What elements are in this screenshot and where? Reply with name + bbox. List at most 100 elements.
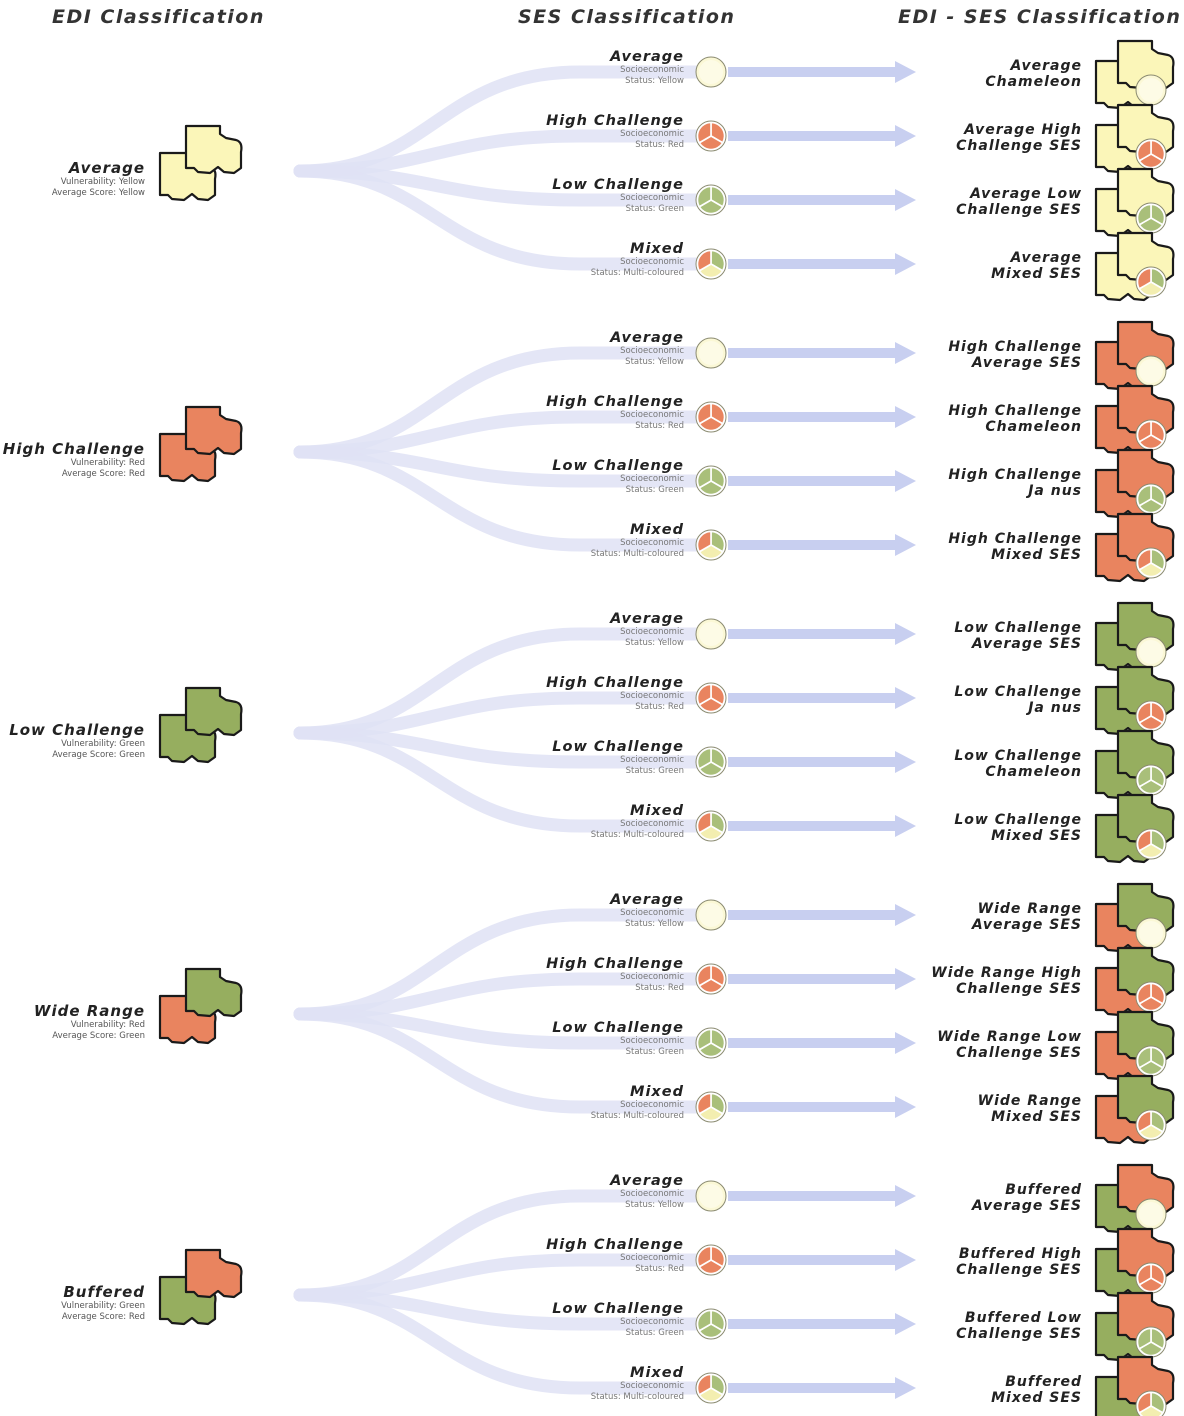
ses-status: Status: Green xyxy=(625,1047,684,1057)
edi-ses-puzzle-icon xyxy=(1094,39,1175,110)
arrow-right-icon xyxy=(728,470,916,492)
edi-ses-label-line2: Mixed SES xyxy=(991,266,1082,282)
edi-ses-label-line2: Ja nus xyxy=(1028,483,1082,499)
ses-badge-icon xyxy=(1135,1198,1167,1230)
ses-badge-icon xyxy=(1135,202,1167,234)
mixed-segmented-circle-icon xyxy=(695,1091,727,1123)
mixed-segmented-circle-icon xyxy=(695,1372,727,1404)
ses-subtitle: Socioeconomic xyxy=(620,1036,684,1046)
ses-badge-icon xyxy=(1135,1390,1167,1416)
edi-ses-puzzle-icon xyxy=(1094,1291,1175,1362)
yellow-circle-icon xyxy=(695,618,727,650)
edi-vulnerability: Vulnerability: Red xyxy=(70,458,145,468)
edi-vulnerability: Vulnerability: Yellow xyxy=(60,177,145,187)
ses-status: Status: Yellow xyxy=(625,638,684,648)
green-segmented-circle-icon xyxy=(695,1027,727,1059)
ses-status: Status: Green xyxy=(625,1328,684,1338)
ses-badge-icon xyxy=(1135,355,1167,387)
ses-badge-icon xyxy=(1135,483,1167,515)
edi-puzzle-icon xyxy=(158,405,243,483)
edi-ses-label-line2: Mixed SES xyxy=(991,1390,1082,1406)
ses-subtitle: Socioeconomic xyxy=(620,129,684,139)
edi-ses-label-line1: Low Challenge xyxy=(954,620,1082,636)
ses-subtitle: Socioeconomic xyxy=(620,755,684,765)
flow-connector xyxy=(293,1288,707,1395)
edi-ses-label-line1: Buffered xyxy=(1005,1374,1082,1390)
edi-average-score: Average Score: Yellow xyxy=(51,188,145,198)
ses-title: Low Challenge xyxy=(552,1020,684,1036)
ses-title: Average xyxy=(610,330,684,346)
edi-average-score: Average Score: Red xyxy=(61,1312,145,1322)
edi-ses-label-line2: Average SES xyxy=(971,636,1082,652)
edi-average-score: Average Score: Red xyxy=(61,469,145,479)
ses-status: Status: Red xyxy=(635,983,684,993)
ses-status: Status: Yellow xyxy=(625,919,684,929)
edi-puzzle-icon xyxy=(158,686,243,764)
ses-title: High Challenge xyxy=(546,394,684,410)
arrow-right-icon xyxy=(728,534,916,556)
edi-ses-puzzle-icon xyxy=(1094,103,1175,174)
ses-status: Status: Red xyxy=(635,702,684,712)
edi-ses-puzzle-icon xyxy=(1094,1010,1175,1081)
edi-title: Low Challenge xyxy=(9,721,145,739)
ses-status: Status: Green xyxy=(625,485,684,495)
ses-subtitle: Socioeconomic xyxy=(620,819,684,829)
arrow-right-icon xyxy=(728,623,916,645)
puzzle-piece-front xyxy=(184,686,243,737)
edi-average-score: Average Score: Green xyxy=(52,750,145,760)
ses-badge-icon xyxy=(1135,266,1167,298)
arrow-right-icon xyxy=(728,1377,916,1399)
edi-ses-puzzle-icon xyxy=(1094,320,1175,391)
edi-ses-label-line2: Chameleon xyxy=(985,764,1082,780)
red-segmented-circle-icon xyxy=(695,1244,727,1276)
arrow-right-icon xyxy=(728,1185,916,1207)
ses-status: Status: Yellow xyxy=(625,76,684,86)
ses-title: Low Challenge xyxy=(552,458,684,474)
red-segmented-circle-icon xyxy=(695,120,727,152)
edi-puzzle-icon xyxy=(158,967,243,1045)
ses-badge-icon xyxy=(1135,981,1167,1013)
ses-subtitle: Socioeconomic xyxy=(620,410,684,420)
edi-ses-label-line1: Wide Range Low xyxy=(937,1029,1082,1045)
edi-ses-puzzle-icon xyxy=(1094,601,1175,672)
green-segmented-circle-icon xyxy=(695,184,727,216)
ses-subtitle: Socioeconomic xyxy=(620,1317,684,1327)
edi-ses-label-line2: Challenge SES xyxy=(956,1262,1082,1278)
ses-subtitle: Socioeconomic xyxy=(620,1189,684,1199)
edi-ses-label-line2: Challenge SES xyxy=(956,1326,1082,1342)
ses-subtitle: Socioeconomic xyxy=(620,193,684,203)
ses-title: Average xyxy=(610,49,684,65)
edi-ses-puzzle-icon xyxy=(1094,1227,1175,1298)
arrow-right-icon xyxy=(728,61,916,83)
ses-subtitle: Socioeconomic xyxy=(620,627,684,637)
edi-title: Average xyxy=(68,159,145,177)
ses-badge-icon xyxy=(1135,419,1167,451)
edi-ses-label-line2: Challenge SES xyxy=(956,1045,1082,1061)
edi-ses-label-line1: Buffered Low xyxy=(964,1310,1082,1326)
edi-ses-label-line1: Average High xyxy=(964,122,1082,138)
ses-subtitle: Socioeconomic xyxy=(620,346,684,356)
red-segmented-circle-icon xyxy=(695,401,727,433)
ses-subtitle: Socioeconomic xyxy=(620,1100,684,1110)
ses-title: Mixed xyxy=(630,522,684,538)
arrow-right-icon xyxy=(728,687,916,709)
flow-connector xyxy=(293,726,707,833)
edi-vulnerability: Vulnerability: Green xyxy=(61,1301,145,1311)
edi-ses-puzzle-icon xyxy=(1094,946,1175,1017)
ses-classification-header: SES Classification xyxy=(518,6,736,28)
